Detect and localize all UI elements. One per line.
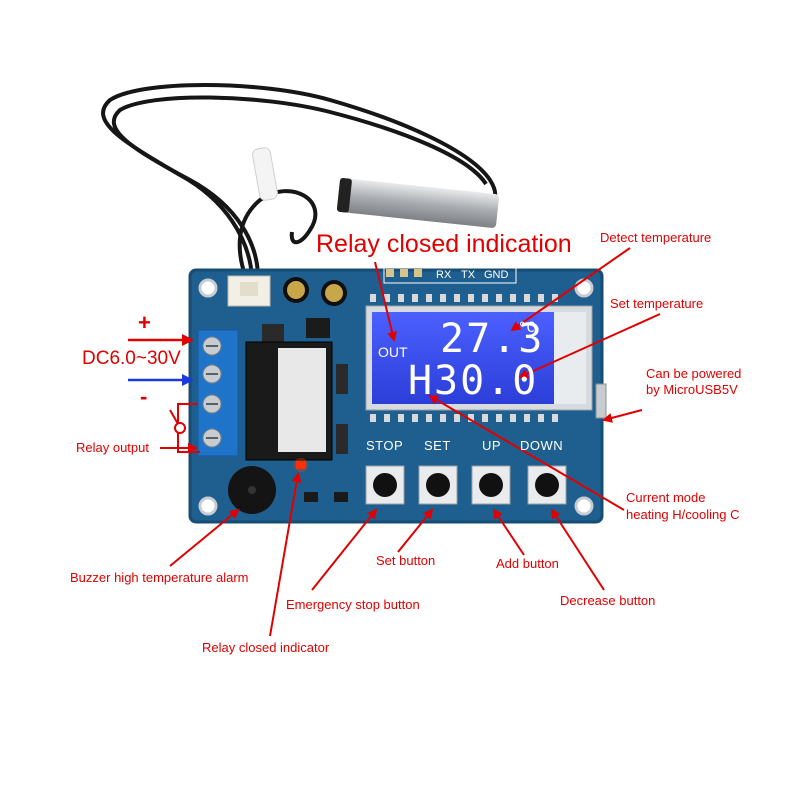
header-pins xyxy=(383,266,517,284)
relay-output-label: Relay output xyxy=(76,440,149,455)
plus-symbol: + xyxy=(138,310,151,335)
up-push-button[interactable] xyxy=(471,465,511,505)
capacitor xyxy=(283,277,347,306)
powered-label-line1: Can be powered xyxy=(646,366,742,381)
set-button-annotation: Set button xyxy=(376,553,436,568)
annotation-arrows xyxy=(160,247,661,637)
decrease-button-annotation: Decrease button xyxy=(560,593,656,608)
transistor xyxy=(334,492,348,502)
lcd-temperature: 27.3 xyxy=(440,316,545,362)
terminal-block xyxy=(197,329,239,457)
voltage-label: DC6.0~30V xyxy=(82,348,181,369)
lcd-pins-bottom xyxy=(370,414,558,422)
relay xyxy=(245,341,333,461)
header-pin-tx: TX xyxy=(461,269,476,281)
inductor xyxy=(262,324,284,342)
header-pin-rx: RX xyxy=(436,269,452,281)
relay-indicator-label: Relay closed indicator xyxy=(202,640,330,655)
down-button-label: DOWN xyxy=(520,438,564,453)
ic-chip xyxy=(306,318,330,338)
minus-symbol: - xyxy=(140,384,148,409)
sensor-connector xyxy=(227,275,271,307)
lcd-display xyxy=(365,305,593,411)
relay-indicator-led xyxy=(294,458,308,472)
diode xyxy=(336,364,348,394)
set-button-label: SET xyxy=(424,438,451,453)
add-button-annotation: Add button xyxy=(496,556,559,571)
buzzer xyxy=(228,466,276,514)
stop-push-button[interactable] xyxy=(365,465,405,505)
temperature-probe xyxy=(336,178,499,228)
set-temperature-label: Set temperature xyxy=(610,296,704,311)
down-push-button[interactable] xyxy=(527,465,567,505)
emergency-stop-label: Emergency stop button xyxy=(286,597,420,612)
diode xyxy=(336,424,348,454)
transistor xyxy=(304,492,318,502)
current-mode-label-line2: heating H/cooling C xyxy=(626,507,740,522)
probe-cable xyxy=(101,83,498,279)
header-pin-gnd: GND xyxy=(484,269,509,281)
lcd-unit: °C xyxy=(518,320,535,336)
relay-model: SRA-05VDC-CL xyxy=(259,362,272,442)
lcd-out-text: OUT xyxy=(378,344,408,360)
buzzer-label: Buzzer high temperature alarm xyxy=(70,570,249,585)
lcd-pins-top xyxy=(370,294,558,302)
stop-button-label: STOP xyxy=(366,438,404,453)
relay-closed-indication-title: Relay closed indication xyxy=(316,230,572,258)
detect-temperature-label: Detect temperature xyxy=(600,230,712,245)
set-push-button[interactable] xyxy=(418,465,458,505)
lcd-setpoint: 30.0 xyxy=(434,358,539,404)
current-mode-label-line1: Current mode xyxy=(626,490,706,505)
micro-usb-port xyxy=(595,383,607,419)
powered-label-line2: by MicroUSB5V xyxy=(646,382,738,397)
lcd-mode-letter: H xyxy=(408,358,433,404)
up-button-label: UP xyxy=(482,438,502,453)
